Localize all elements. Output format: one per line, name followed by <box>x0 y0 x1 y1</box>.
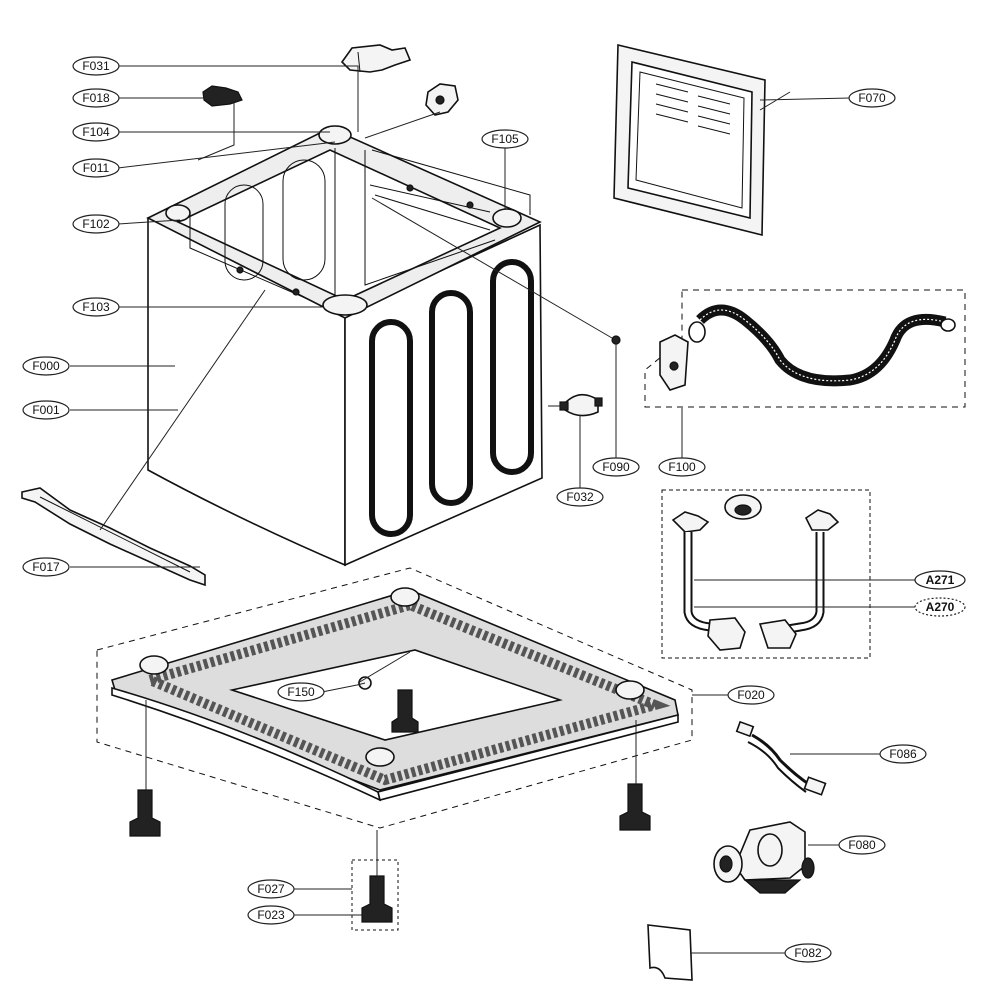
part-f082-plate <box>647 924 693 981</box>
label-f150: F150 <box>277 682 325 702</box>
leader-lines <box>70 65 915 954</box>
label-f102: F102 <box>72 214 120 234</box>
label-f070-text: F070 <box>858 91 886 105</box>
label-f100: F100 <box>658 457 706 477</box>
label-f104-text: F104 <box>82 125 110 139</box>
part-f100-hose-group <box>611 289 966 408</box>
part-f020-base <box>96 567 693 829</box>
label-f104: F104 <box>72 122 120 142</box>
label-f031-text: F031 <box>82 59 110 73</box>
label-f090: F090 <box>592 457 640 477</box>
label-f011-text: F011 <box>83 161 110 175</box>
part-f032-clamp <box>559 393 603 417</box>
part-f018-bracket <box>202 85 243 107</box>
label-f031: F031 <box>72 56 120 76</box>
label-f100-text: F100 <box>668 460 696 474</box>
label-f023-text: F023 <box>257 908 285 922</box>
label-f001: F001 <box>22 400 70 420</box>
label-f027-text: F027 <box>257 882 285 896</box>
label-f017: F017 <box>22 557 70 577</box>
label-f032-text: F032 <box>566 490 594 504</box>
label-f150-text: F150 <box>287 685 315 699</box>
part-f086-harness <box>735 720 827 796</box>
part-f070-panel <box>613 43 766 237</box>
label-f103: F103 <box>72 297 120 317</box>
label-f020-text: F020 <box>737 688 765 702</box>
label-a270: A270 <box>914 597 966 617</box>
label-f090-text: F090 <box>602 460 630 474</box>
label-f017-text: F017 <box>32 560 60 574</box>
label-f027: F027 <box>247 879 295 899</box>
label-f082-text: F082 <box>794 946 822 960</box>
cabinet <box>146 125 543 567</box>
label-f070: F070 <box>848 88 896 108</box>
label-f105: F105 <box>481 129 529 149</box>
part-a271-a270-group <box>661 489 871 659</box>
label-f011: F011 <box>72 158 120 178</box>
label-f103-text: F103 <box>82 300 110 314</box>
part-f080-pump <box>713 821 815 894</box>
label-f102-text: F102 <box>82 217 110 231</box>
label-f086-text: F086 <box>889 747 917 761</box>
leg-bolts <box>129 783 651 931</box>
label-f018-text: F018 <box>82 91 110 105</box>
label-f086: F086 <box>879 744 927 764</box>
label-f082: F082 <box>784 943 832 963</box>
label-f018: F018 <box>72 88 120 108</box>
part-f017-rail <box>21 487 206 587</box>
label-a271-text: A271 <box>926 573 955 587</box>
label-f023: F023 <box>247 905 295 925</box>
label-f105-text: F105 <box>491 132 519 146</box>
label-a270-text: A270 <box>926 600 955 614</box>
label-f001-text: F001 <box>32 403 60 417</box>
part-f105-bracket <box>425 83 459 116</box>
label-a271: A271 <box>914 570 966 590</box>
label-f032: F032 <box>556 487 604 507</box>
label-f080-text: F080 <box>848 838 876 852</box>
label-f080: F080 <box>838 835 886 855</box>
label-f000: F000 <box>22 356 70 376</box>
label-f020: F020 <box>727 685 775 705</box>
label-f000-text: F000 <box>32 359 60 373</box>
part-f031-clip <box>340 44 412 73</box>
